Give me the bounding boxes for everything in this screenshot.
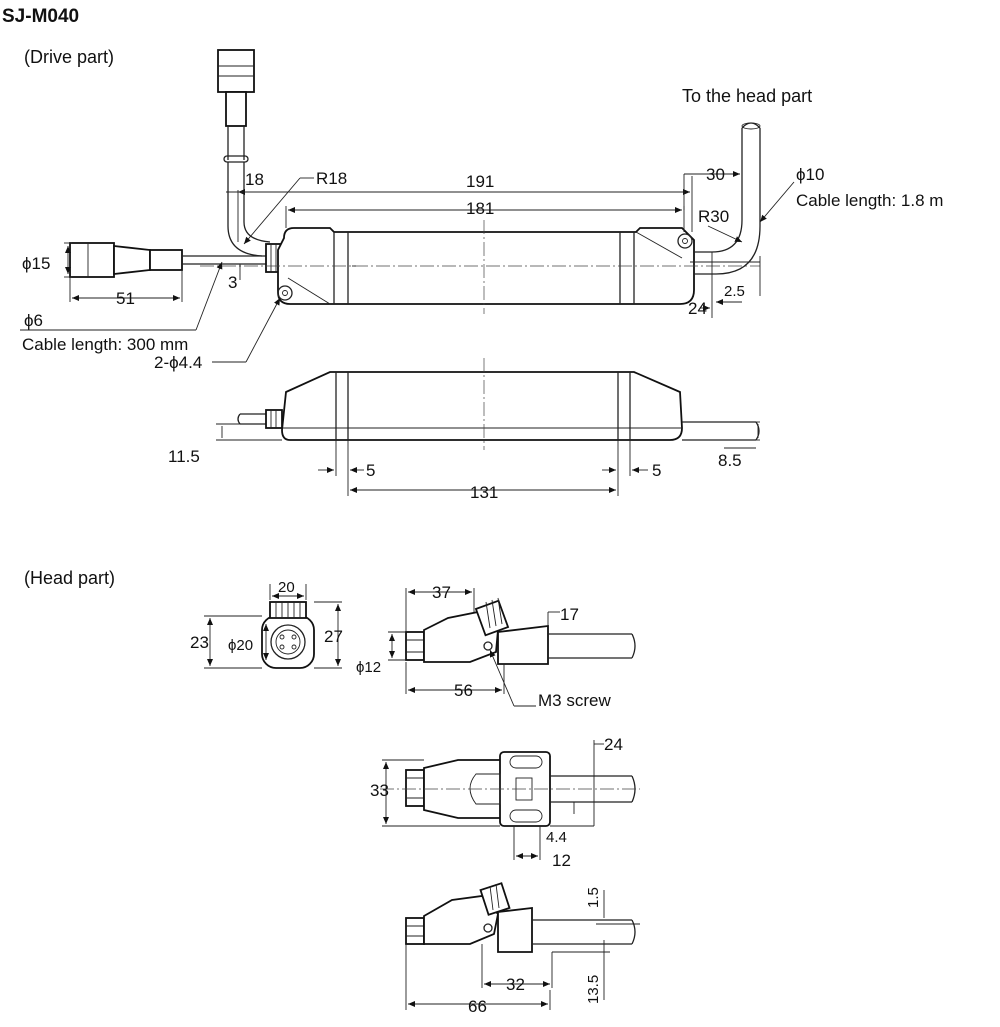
dim-5-left: 5	[366, 461, 375, 480]
dim-h27: 27	[324, 627, 343, 646]
dim-h23: 23	[190, 633, 209, 652]
dim-h13-5: 13.5	[585, 975, 602, 1004]
dim-8-5: 8.5	[718, 451, 742, 470]
dim-24-top: 24	[688, 299, 707, 318]
left-connector-plug	[69, 242, 115, 278]
dim-h37: 37	[432, 583, 451, 602]
dim-h20: 20	[278, 579, 295, 596]
label-r18: R18	[316, 169, 347, 188]
label-phi15: ϕ15	[22, 254, 50, 273]
dim-51: 51	[116, 289, 135, 308]
dim-11-5: 11.5	[168, 447, 200, 466]
drive-side-view: 11.5 8.5 5 5 131	[168, 358, 760, 502]
dim-h66: 66	[468, 997, 487, 1016]
label-cable-length-300: Cable length: 300 mm	[22, 335, 188, 354]
top-connector-plug	[217, 49, 255, 93]
label-r30: R30	[698, 207, 729, 226]
top-connector-body	[225, 91, 247, 127]
head-angled-body	[423, 895, 499, 945]
dim-2-5: 2.5	[724, 283, 745, 300]
slot-upper-icon	[509, 755, 543, 769]
head-part-heading: (Head part)	[24, 568, 115, 588]
head-top-view: 33 24 4.4 12	[370, 735, 640, 870]
dim-191: 191	[466, 172, 494, 191]
dim-h4-4: 4.4	[546, 829, 567, 846]
head-side-body	[423, 611, 499, 663]
label-phi6: ϕ6	[24, 311, 43, 330]
dim-h32: 32	[506, 975, 525, 994]
label-to-head-part: To the head part	[682, 86, 812, 106]
dim-3: 3	[228, 273, 237, 292]
dim-h12: 12	[552, 851, 571, 870]
drive-part-heading: (Drive part)	[24, 47, 114, 67]
dim-131: 131	[470, 483, 498, 502]
dim-181: 181	[466, 199, 494, 218]
dim-h33: 33	[370, 781, 389, 800]
drive-top-view: 191 181 18 R18 30 R30 ϕ10 Cable length: …	[20, 49, 943, 372]
dim-5-right: 5	[652, 461, 661, 480]
m3-screw-icon	[483, 641, 493, 651]
slot-lower-icon	[509, 809, 543, 823]
mount-hole-left	[277, 285, 293, 301]
dim-h56: 56	[454, 681, 473, 700]
dim-18: 18	[245, 170, 264, 189]
dim-h24: 24	[604, 735, 623, 754]
drive-body-side	[281, 371, 683, 441]
dim-30: 30	[706, 165, 725, 184]
label-phi10: ϕ10	[796, 165, 824, 184]
label-phi12: ϕ12	[356, 659, 381, 676]
dim-h17: 17	[560, 605, 579, 624]
head-front-view: 20 23 ϕ20 27	[190, 579, 343, 669]
page-title: SJ-M040	[2, 6, 79, 27]
dim-h1-5: 1.5	[585, 887, 602, 908]
mount-hole-right	[677, 233, 693, 249]
label-m3-screw: M3 screw	[538, 691, 611, 710]
head-angled-view: 1.5 13.5 32 66	[405, 882, 640, 1016]
label-cable-length-1-8: Cable length: 1.8 m	[796, 191, 943, 210]
head-front-body	[261, 615, 315, 669]
label-phi20: ϕ20	[228, 637, 253, 654]
head-side-view: 37 17 ϕ12 56 M3 screw	[356, 583, 636, 710]
label-hole-2-phi4-4: 2-ϕ4.4	[154, 353, 202, 372]
